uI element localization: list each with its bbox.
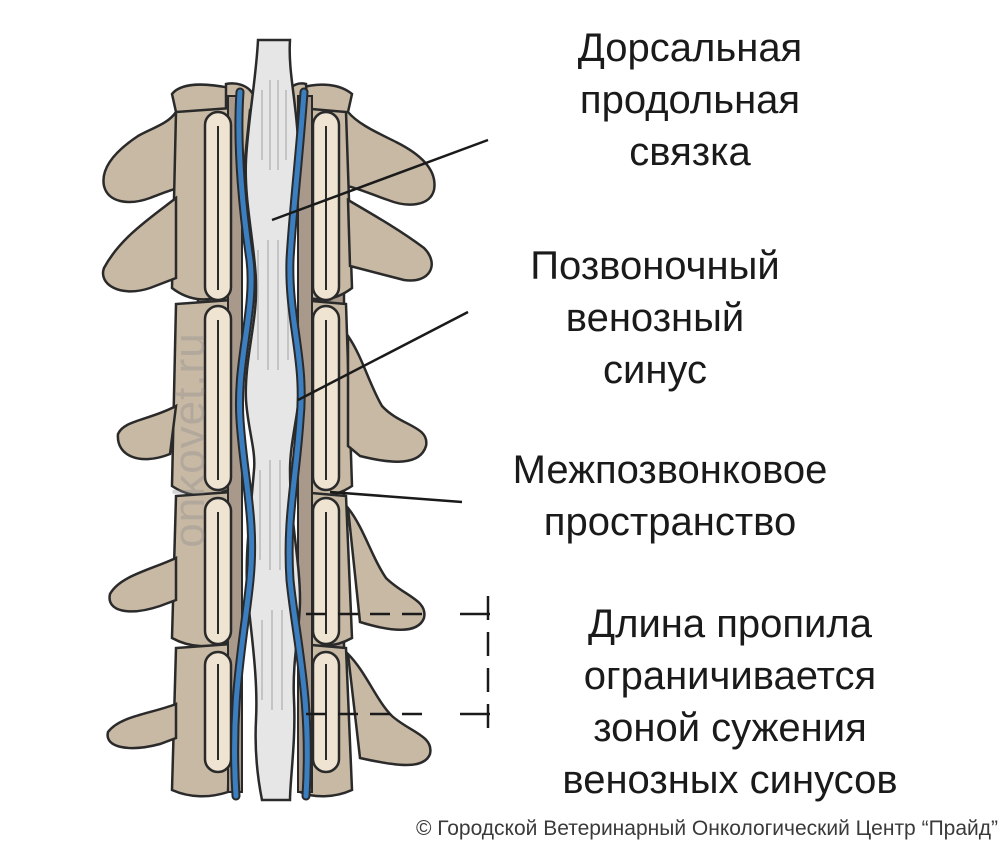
cut-length-bracket bbox=[306, 596, 490, 730]
leader-space bbox=[329, 490, 463, 504]
label-line: зоной сужения bbox=[593, 706, 867, 750]
label-line: ограничивается bbox=[583, 654, 877, 698]
label-venous-sinus: Позвоночный венозный синус bbox=[455, 240, 855, 396]
label-line: продольная bbox=[579, 78, 801, 122]
label-line: венозный bbox=[565, 296, 745, 340]
dorsal-ligament bbox=[244, 38, 302, 802]
label-cut-length: Длина пропила ограничивается зоной сужен… bbox=[500, 598, 960, 806]
venous-sinus bbox=[230, 87, 312, 801]
label-line: пространство bbox=[543, 500, 797, 544]
label-line: синус bbox=[603, 348, 707, 392]
label-line: Длина пропила bbox=[588, 602, 872, 646]
watermark: onkovet.ru bbox=[165, 332, 214, 548]
leader-sinus bbox=[297, 310, 469, 402]
label-line: связка bbox=[629, 130, 751, 174]
label-intervertebral-space: Межпозвонковое пространство bbox=[460, 444, 880, 548]
label-line: Дорсальная bbox=[577, 26, 803, 70]
label-dorsal-ligament: Дорсальная продольная связка bbox=[480, 22, 900, 178]
label-line: венозных синусов bbox=[562, 758, 898, 802]
label-line: Межпозвонковое bbox=[512, 448, 828, 492]
copyright-notice: © Городской Ветеринарный Онкологический … bbox=[415, 817, 998, 840]
leader-lines bbox=[271, 138, 489, 504]
label-line: Позвоночный bbox=[530, 244, 780, 288]
leader-ligament bbox=[271, 138, 489, 222]
